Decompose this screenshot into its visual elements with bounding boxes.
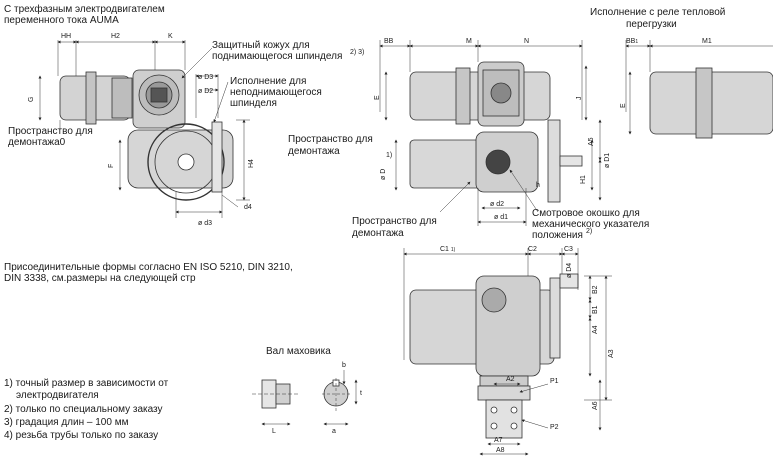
dim-b: b — [342, 362, 346, 369]
dim-d4: d4 — [244, 204, 252, 211]
space-label-c-line-1: Пространство для — [352, 216, 437, 227]
window-label-sup: 2) — [586, 228, 593, 235]
relay-title-line-1: Исполнение с реле тепловой — [590, 7, 726, 18]
dim-M: M — [466, 38, 472, 45]
space-label-b-line-2: демонтажа — [288, 146, 340, 157]
dim-A4: A4 — [592, 325, 599, 334]
relay-view-drawing — [625, 40, 773, 139]
dim-J: J — [576, 96, 583, 101]
note-3: 3) градация длин – 100 мм — [4, 417, 129, 428]
cover-label-line-2: поднимающегося шпинделя — [212, 51, 343, 62]
dim-M1: M1 — [702, 38, 712, 45]
dim-B2: B2 — [592, 285, 599, 294]
dim-HH: HH — [61, 33, 72, 40]
dim-P2: P2 — [550, 424, 559, 431]
dim-D1: ø D1 — [604, 152, 611, 168]
handwheel-title: Вал маховика — [266, 346, 331, 357]
nonrise-label-line-2: неподнимающегося — [230, 87, 322, 98]
dim-A2: A2 — [506, 376, 515, 383]
dim-P1: P1 — [550, 378, 559, 385]
dim-D3: ø D3 — [198, 74, 214, 81]
dim-A8: A8 — [496, 447, 505, 454]
handwheel-circle — [147, 123, 225, 201]
dim-C1: C1 1) — [440, 246, 456, 253]
flanges-line-1: Присоединительные формы согласно EN ISO … — [4, 262, 293, 273]
dim-E: E — [374, 95, 381, 100]
position-window — [485, 149, 511, 175]
flanges-line-2: DIN 3338, см.размеры на следующей стр — [4, 273, 196, 284]
note-2: 2) только по специальному заказу — [4, 404, 163, 415]
dim-H4: H4 — [248, 159, 255, 168]
dim-H1: H1 — [580, 175, 587, 184]
dim-L: L — [272, 428, 276, 435]
dim-E2: E — [620, 103, 627, 108]
dim-d3: ø d3 — [198, 220, 213, 227]
dim-F: F — [108, 163, 115, 168]
dim-D: ø D — [380, 168, 387, 180]
front-view-drawing — [379, 40, 602, 226]
dim-h: h — [536, 182, 540, 189]
dim-G: G — [28, 96, 35, 102]
cover-label-sup: 2) 3) — [350, 49, 365, 56]
cover-label-line-1: Защитный кожух для — [212, 40, 310, 51]
nonrise-label-line-1: Исполнение для — [230, 76, 307, 87]
dim-d2: ø d2 — [490, 201, 505, 208]
dim-D1-sup: 1) — [386, 152, 393, 159]
dim-BB1: BB1 — [626, 38, 639, 45]
dim-t: t — [360, 390, 362, 397]
relay-title-line-2: перегрузки — [626, 19, 677, 30]
window-label-line-1: Смотровое окошко для — [532, 208, 640, 219]
dim-D2: ø D2 — [198, 88, 214, 95]
dim-B1: B1 — [592, 305, 599, 314]
space-label-a-line-2: демонтажа0 — [8, 137, 66, 148]
dim-A7: A7 — [494, 437, 503, 444]
window-label-line-2: механического указателя — [532, 219, 650, 230]
note-4: 4) резьба трубы только по заказу — [4, 430, 159, 441]
note-1-line-1: 1) точный размер в зависимости от — [4, 378, 169, 389]
bottom-view-drawing — [403, 248, 612, 456]
dim-A5: A5 — [588, 137, 595, 146]
dim-N: N — [524, 38, 530, 45]
handwheel-shaft-drawing — [252, 370, 358, 426]
dim-K: K — [168, 33, 173, 40]
space-label-a-line-1: Пространство для — [8, 126, 93, 137]
dim-d1: ø d1 — [494, 214, 509, 221]
space-label-b-line-1: Пространство для — [288, 134, 373, 145]
title-line-2: переменного тока AUMA — [4, 15, 119, 26]
nonrise-label-line-3: шпинделя — [230, 98, 277, 109]
dim-A3: A3 — [608, 349, 615, 358]
dim-BB: BB — [384, 38, 394, 45]
dim-C3: C3 — [564, 246, 573, 253]
dim-A6: A6 — [592, 401, 599, 410]
window-label-line-3: положения — [532, 230, 583, 241]
dim-C1-sup: 1) — [450, 247, 456, 253]
dim-C2: C2 — [528, 246, 537, 253]
dim-H2: H2 — [111, 33, 120, 40]
space-label-c-line-2: демонтажа — [352, 228, 404, 239]
note-1-line-2: электродвигателя — [16, 390, 99, 401]
dim-BB1-sub: 1 — [635, 39, 639, 45]
dim-D4: ø D4 — [566, 262, 573, 278]
side-view-drawing — [38, 40, 250, 218]
title-line-1: С трехфазным электродвигателем — [4, 4, 165, 15]
dim-a: a — [332, 428, 336, 435]
